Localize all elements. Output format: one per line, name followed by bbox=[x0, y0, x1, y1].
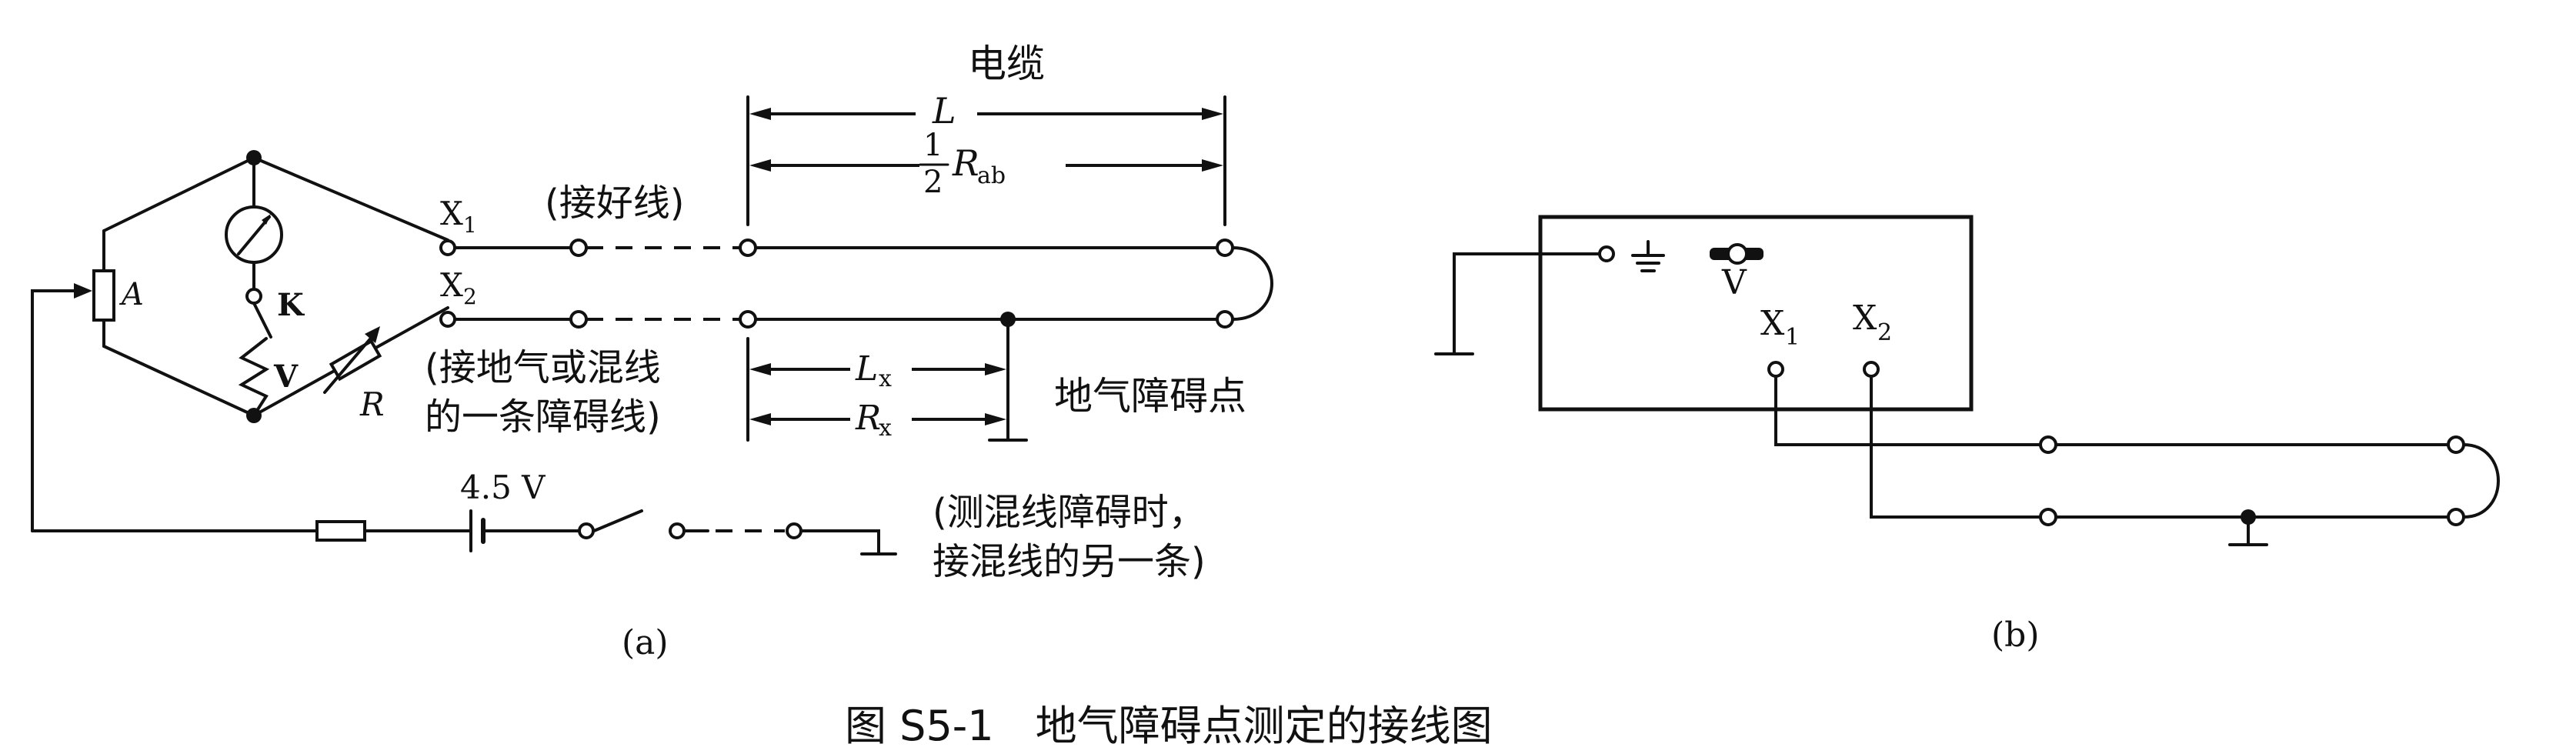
bridge-diamond bbox=[102, 150, 449, 423]
resistor-v-zigzag bbox=[238, 337, 270, 417]
ground-icon bbox=[1631, 240, 1665, 272]
good-line bbox=[453, 239, 1234, 257]
svg-text:L: L bbox=[855, 349, 878, 389]
dim-lx: L x bbox=[749, 345, 1006, 392]
caption-b: (b) bbox=[1991, 616, 2040, 655]
caption-a: (a) bbox=[622, 623, 669, 662]
dim-half-rab: 1 2 R ab bbox=[749, 128, 1223, 200]
dim-rx: R x bbox=[749, 394, 1006, 442]
panel-b: V X 1 X 2 (b) bbox=[1434, 215, 2500, 655]
label-v: V bbox=[273, 359, 299, 395]
label-x2: X bbox=[440, 266, 463, 304]
v-knob-icon bbox=[1710, 243, 1763, 265]
note-fault-line-1: (接地气或混线 bbox=[425, 346, 661, 389]
note-short-1: (测混线障碍时， bbox=[933, 491, 1206, 534]
dim-l: L bbox=[749, 90, 1223, 132]
label-x1-b: X bbox=[1760, 304, 1785, 343]
fault-ground-b bbox=[2228, 509, 2268, 546]
note-good-line: (接好线) bbox=[545, 182, 684, 225]
figure-caption: 图 S5-1 地气障碍点测定的接线图 bbox=[845, 702, 1493, 750]
label-a: A bbox=[118, 277, 144, 312]
svg-text:2: 2 bbox=[1877, 319, 1892, 346]
label-x2-b: X bbox=[1853, 299, 1877, 338]
svg-text:ab: ab bbox=[977, 162, 1006, 189]
label-x1: X bbox=[440, 195, 463, 232]
label-v-b: V bbox=[1721, 263, 1747, 302]
cable-end-loop bbox=[1231, 246, 1273, 321]
variable-resistor-r: R bbox=[323, 326, 385, 423]
fault-point-label: 地气障碍点 bbox=[1054, 374, 1246, 419]
battery-circuit: 4.5 V bbox=[31, 469, 897, 555]
label-r: R bbox=[359, 385, 385, 423]
label-l: L bbox=[932, 90, 956, 132]
note-short-2: 接混线的另一条) bbox=[933, 540, 1206, 583]
svg-text:2: 2 bbox=[463, 284, 477, 309]
svg-text:R: R bbox=[855, 399, 881, 438]
galvanometer-branch: K V bbox=[225, 156, 305, 417]
svg-text:1: 1 bbox=[923, 128, 943, 163]
label-k: K bbox=[277, 287, 305, 323]
svg-text:x: x bbox=[879, 415, 892, 442]
svg-text:1: 1 bbox=[463, 212, 477, 238]
cable-title: 电缆 bbox=[968, 42, 1045, 86]
svg-text:1: 1 bbox=[1785, 324, 1800, 351]
svg-text:x: x bbox=[879, 365, 892, 392]
panel-a: A K V R X 1 X 2 bbox=[31, 42, 1273, 662]
note-fault-line-2: 的一条障碍线) bbox=[425, 395, 661, 439]
svg-text:2: 2 bbox=[923, 165, 943, 200]
instrument-box bbox=[1538, 215, 1974, 412]
rheostat-a: A bbox=[31, 269, 144, 532]
fault-ground bbox=[988, 312, 1028, 442]
resistor-icon bbox=[315, 520, 366, 542]
fault-line bbox=[453, 310, 1234, 329]
battery-voltage: 4.5 V bbox=[460, 469, 546, 506]
cable-end-loop-b bbox=[2462, 443, 2500, 519]
switch-icon bbox=[592, 509, 643, 532]
label-rab: R bbox=[952, 142, 979, 184]
